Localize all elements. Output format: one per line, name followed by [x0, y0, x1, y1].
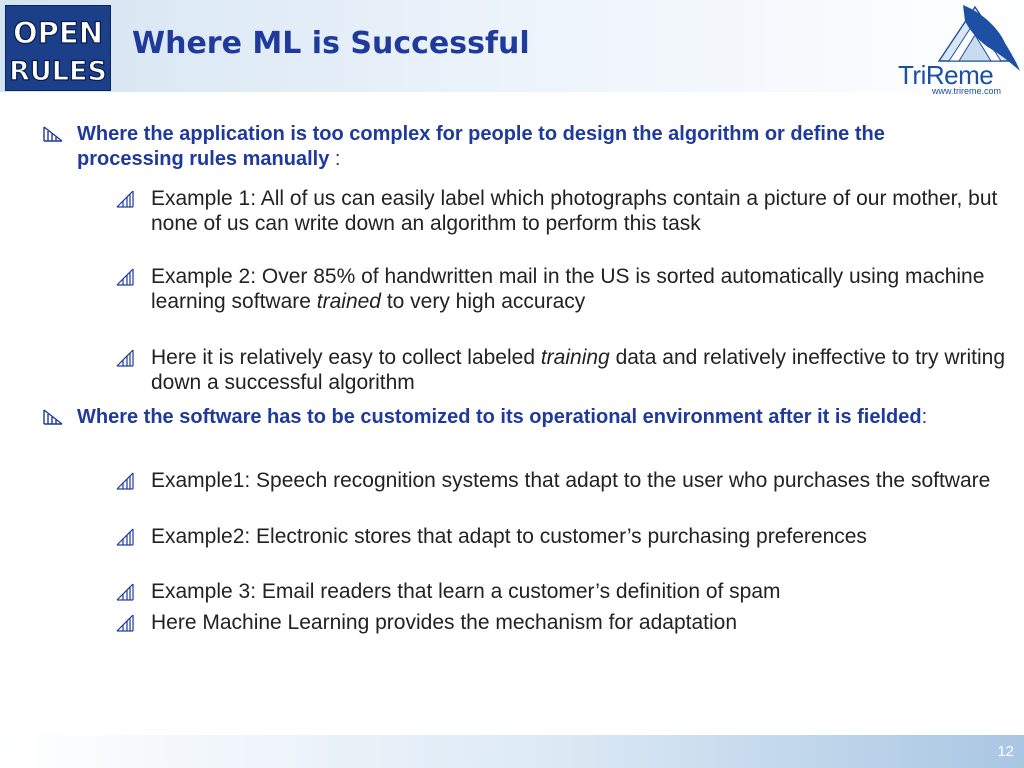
openrules-logo-line1: OPEN [13, 16, 103, 50]
emphasis-trained: trained [316, 290, 381, 313]
bullet-text: Where the application is too complex for… [77, 123, 885, 170]
trireme-logo-name: TriReme [898, 60, 994, 90]
trireme-bird-icon [937, 5, 1020, 71]
sub-bullet-text: Here Machine Learning provides the mecha… [151, 611, 738, 634]
sub-bullet-text: Example2: Electronic stores that adapt t… [151, 525, 867, 548]
sub-bullet-text: Example 3: Email readers that learn a cu… [151, 580, 781, 603]
page-title: Where ML is Successful [132, 26, 530, 61]
sub-bullet-email-readers: Example 3: Email readers that learn a cu… [151, 579, 1011, 604]
hatched-triangle-up-icon [116, 190, 134, 208]
hatched-triangle-down-icon [43, 126, 63, 142]
hatched-triangle-up-icon [116, 528, 134, 546]
hatched-triangle-up-icon [116, 583, 134, 601]
sub-bullet-speech-recognition: Example1: Speech recognition systems tha… [151, 468, 1011, 493]
sub-bullet-text: Example 2: Over 85% of handwritten mail … [151, 265, 985, 313]
openrules-logo: OPEN RULES [5, 5, 111, 91]
trireme-logo-url: www.trireme.com [932, 86, 1002, 96]
sub-bullet-text: Example 1: All of us can easily label wh… [151, 187, 998, 235]
bullet-tail: : [329, 148, 341, 170]
openrules-logo-icon: OPEN RULES [6, 6, 110, 90]
hatched-triangle-down-icon [43, 409, 63, 425]
sub-bullet-text: Example1: Speech recognition systems tha… [151, 469, 991, 492]
sub-bullet-labeled-training: Here it is relatively easy to collect la… [151, 345, 1011, 395]
sub-bullet-electronic-stores: Example2: Electronic stores that adapt t… [151, 524, 1011, 549]
hatched-triangle-up-icon [116, 472, 134, 490]
sub-bullet-adaptation-mechanism: Here Machine Learning provides the mecha… [151, 610, 1011, 635]
hatched-triangle-up-icon [116, 268, 134, 286]
bullet-application-complex: Where the application is too complex for… [77, 122, 977, 172]
slide-footer: 12 [0, 735, 1024, 768]
openrules-logo-line2: RULES [9, 56, 107, 87]
sub-bullet-text: Here it is relatively easy to collect la… [151, 346, 541, 369]
bullet-tail: : [921, 406, 928, 428]
slide-header: OPEN RULES Where ML is Successful TriRem… [0, 0, 1024, 96]
sub-bullet-text-end: data and relatively ineffective to try w… [151, 346, 1006, 394]
hatched-triangle-up-icon [116, 349, 134, 367]
bullet-text: Where the software has to be customized … [77, 406, 922, 428]
page-number: 12 [997, 743, 1014, 760]
sub-bullet-example-1: Example 1: All of us can easily label wh… [151, 186, 1011, 236]
hatched-triangle-up-icon [116, 614, 134, 632]
sub-bullet-example-2: Example 2: Over 85% of handwritten mail … [151, 264, 1011, 314]
bullet-software-customized: Where the software has to be customized … [77, 405, 977, 430]
emphasis-training: training [540, 346, 610, 369]
sub-bullet-text-end: to very high accuracy [380, 290, 586, 313]
